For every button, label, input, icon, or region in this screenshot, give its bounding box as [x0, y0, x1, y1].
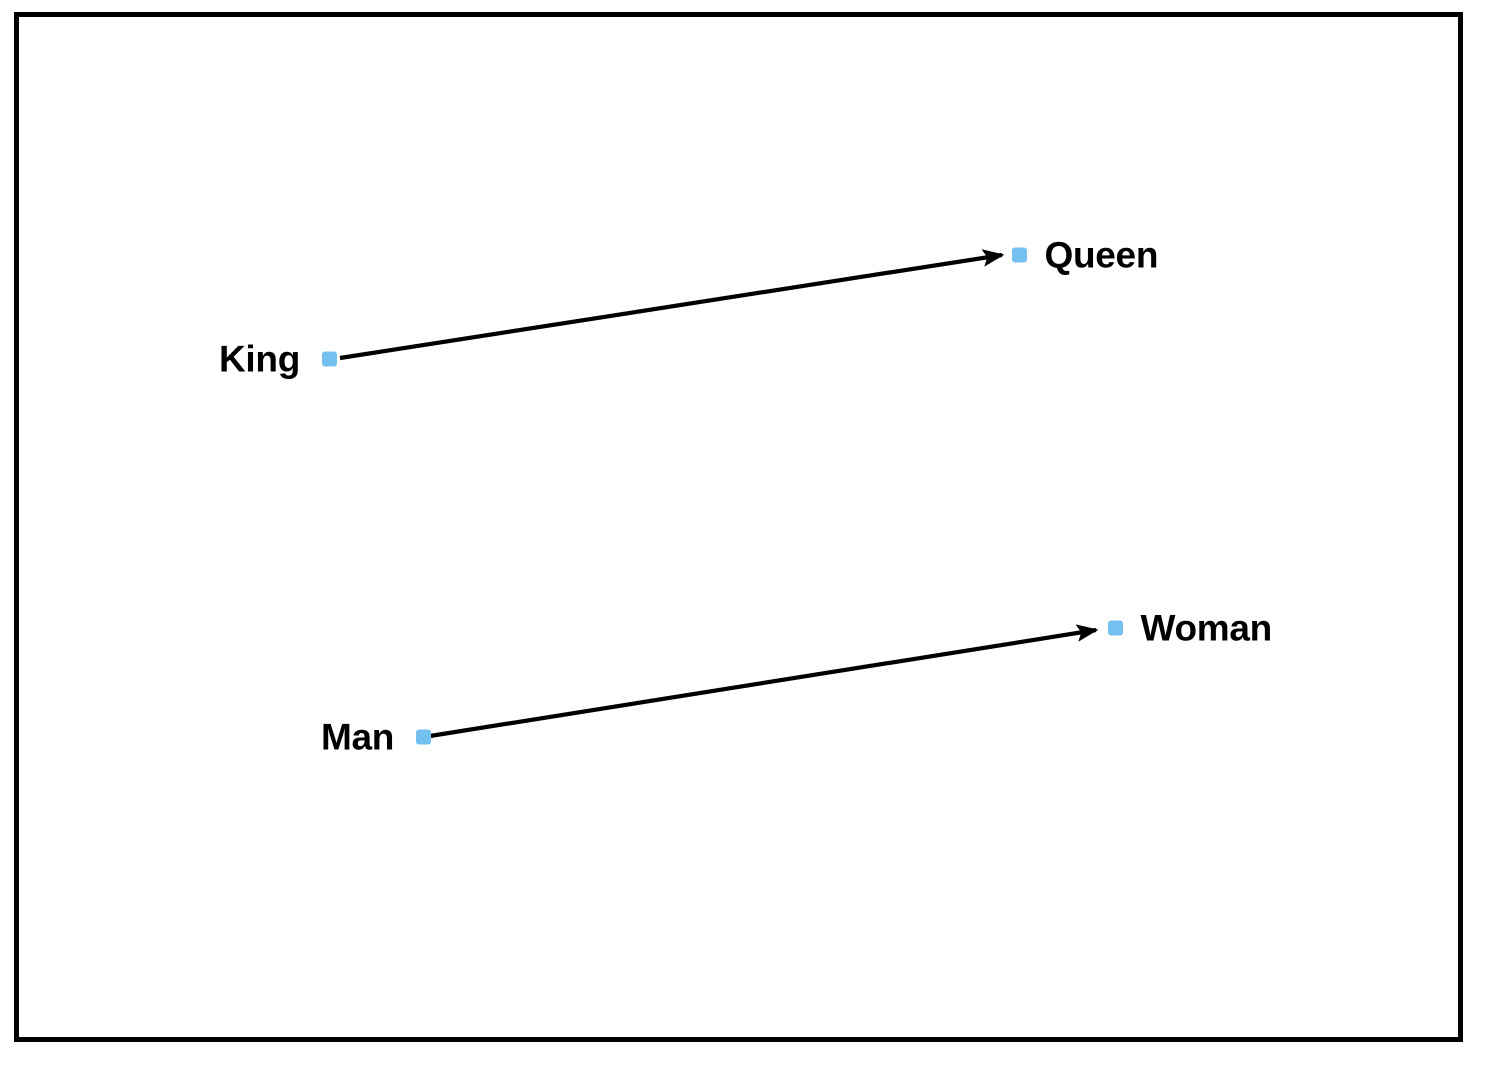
node-queen[interactable]: Queen	[1011, 234, 1159, 276]
node-marker-man	[416, 729, 432, 745]
node-marker-woman	[1107, 620, 1123, 636]
node-marker-queen	[1011, 247, 1027, 263]
node-label-queen: Queen	[1044, 234, 1159, 276]
node-king[interactable]: King	[219, 338, 338, 380]
node-marker-king	[322, 351, 338, 367]
node-man[interactable]: Man	[321, 716, 432, 758]
node-label-king: King	[219, 338, 301, 380]
node-label-man: Man	[321, 716, 395, 758]
node-woman[interactable]: Woman	[1107, 607, 1273, 649]
diagram-frame-border	[14, 12, 1463, 1042]
node-label-woman: Woman	[1140, 607, 1273, 649]
